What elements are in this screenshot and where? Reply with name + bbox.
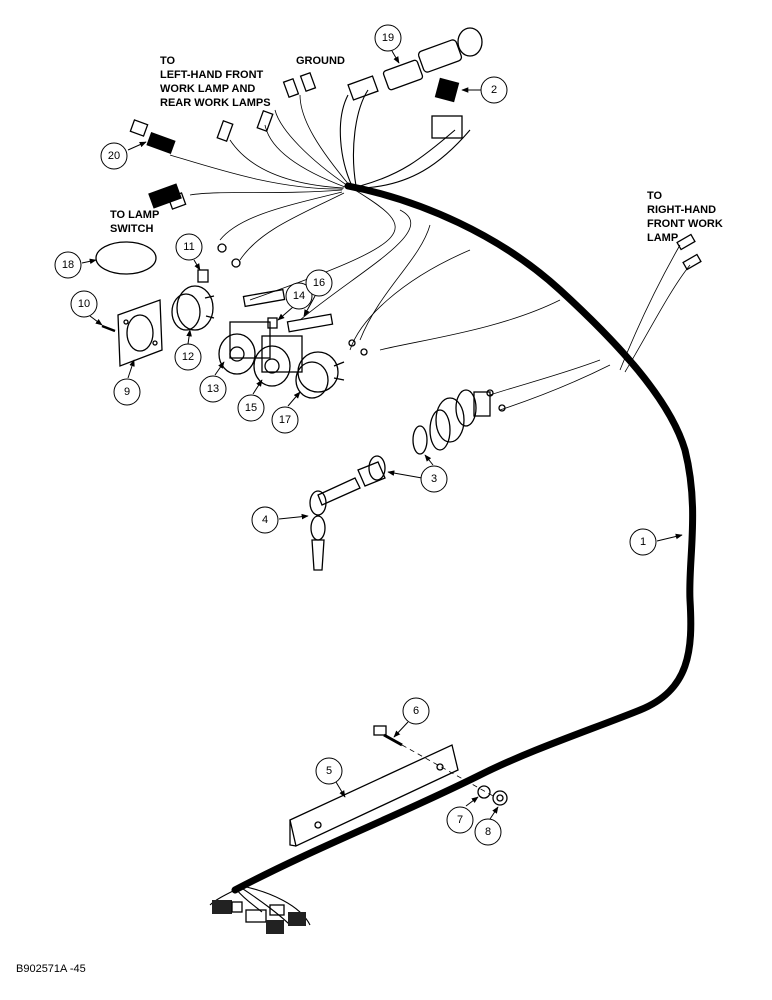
connector-part-19 — [347, 27, 483, 101]
svg-text:LEFT-HAND FRONT: LEFT-HAND FRONT — [160, 69, 264, 81]
svg-text:8: 8 — [485, 826, 491, 838]
bulb-part-14 — [267, 317, 278, 329]
svg-text:17: 17 — [279, 414, 291, 426]
callout-7: 7 — [446, 796, 479, 834]
gauge-part-17 — [295, 351, 345, 399]
ground-terminals — [216, 71, 317, 143]
connector-part-20 — [129, 119, 187, 210]
callout-11: 11 — [175, 233, 203, 271]
svg-text:LAMP: LAMP — [647, 232, 678, 244]
callout-4: 4 — [251, 506, 309, 534]
svg-text:FRONT WORK: FRONT WORK — [647, 218, 723, 230]
callout-6: 6 — [393, 697, 430, 738]
key-switch-part-3 — [357, 389, 491, 487]
screw-part-10 — [101, 324, 116, 333]
gauge-part-15 — [253, 335, 303, 387]
svg-text:16: 16 — [313, 277, 325, 289]
svg-text:6: 6 — [413, 705, 419, 717]
nut-part-8 — [492, 790, 508, 806]
callout-9: 9 — [113, 359, 141, 406]
callout-3: 3 — [387, 454, 448, 493]
svg-text:13: 13 — [207, 383, 219, 395]
callout-2: 2 — [461, 76, 508, 104]
label-left-hand-lamps: TO LEFT-HAND FRONT WORK LAMP AND REAR WO… — [160, 55, 271, 109]
svg-text:1: 1 — [640, 536, 646, 548]
label-lamp-switch: TO LAMP SWITCH — [110, 209, 159, 235]
svg-text:15: 15 — [245, 402, 257, 414]
bezel-part-9 — [117, 299, 163, 367]
callout-15: 15 — [237, 379, 265, 422]
svg-text:2: 2 — [491, 84, 497, 96]
svg-text:9: 9 — [124, 386, 130, 398]
label-ground: GROUND — [296, 55, 345, 67]
washer-part-7 — [477, 785, 491, 799]
svg-text:7: 7 — [457, 814, 463, 826]
upper-breakout-wires — [169, 89, 691, 411]
label-right-hand-lamp: TO RIGHT-HAND FRONT WORK LAMP — [647, 190, 723, 244]
svg-text:11: 11 — [183, 241, 194, 253]
svg-text:4: 4 — [262, 514, 268, 526]
svg-text:SWITCH: SWITCH — [110, 223, 153, 235]
bolt-part-6 — [373, 725, 403, 747]
callout-1: 1 — [629, 528, 683, 556]
svg-text:REAR WORK LAMPS: REAR WORK LAMPS — [160, 97, 271, 109]
callout-16: 16 — [303, 269, 333, 317]
bulb-part-11 — [197, 269, 209, 283]
svg-text:20: 20 — [108, 150, 120, 162]
svg-text:TO: TO — [647, 190, 663, 202]
bracket-part-5 — [289, 744, 459, 847]
callout-10: 10 — [70, 290, 103, 326]
svg-text:WORK LAMP AND: WORK LAMP AND — [160, 83, 255, 95]
main-harness — [209, 182, 697, 926]
key-part-4 — [309, 477, 361, 571]
callout-12: 12 — [174, 329, 202, 371]
svg-text:19: 19 — [382, 32, 394, 44]
harness-end-connectors — [212, 900, 306, 934]
svg-text:TO LAMP: TO LAMP — [110, 209, 159, 221]
callout-19: 19 — [374, 24, 402, 64]
drawing-reference: B902571A -45 — [16, 963, 86, 975]
connector-part-2 — [431, 77, 463, 139]
callout-8: 8 — [474, 806, 502, 846]
lamp-switch-terminals — [217, 233, 702, 412]
callout-17: 17 — [271, 391, 301, 434]
svg-text:5: 5 — [326, 765, 332, 777]
callout-20: 20 — [100, 141, 147, 170]
svg-text:18: 18 — [62, 259, 74, 271]
gauge-part-12 — [171, 285, 215, 331]
callout-5: 5 — [315, 757, 346, 798]
callout-13: 13 — [199, 361, 227, 403]
callout-14: 14 — [277, 282, 313, 321]
svg-text:RIGHT-HAND: RIGHT-HAND — [647, 204, 716, 216]
callout-18: 18 — [54, 251, 97, 279]
gauge-part-13 — [218, 321, 271, 375]
svg-text:10: 10 — [78, 298, 90, 310]
svg-text:14: 14 — [293, 290, 305, 302]
cover-part-18 — [95, 241, 157, 275]
svg-text:TO: TO — [160, 55, 176, 67]
svg-text:12: 12 — [182, 351, 194, 363]
svg-text:3: 3 — [431, 473, 437, 485]
